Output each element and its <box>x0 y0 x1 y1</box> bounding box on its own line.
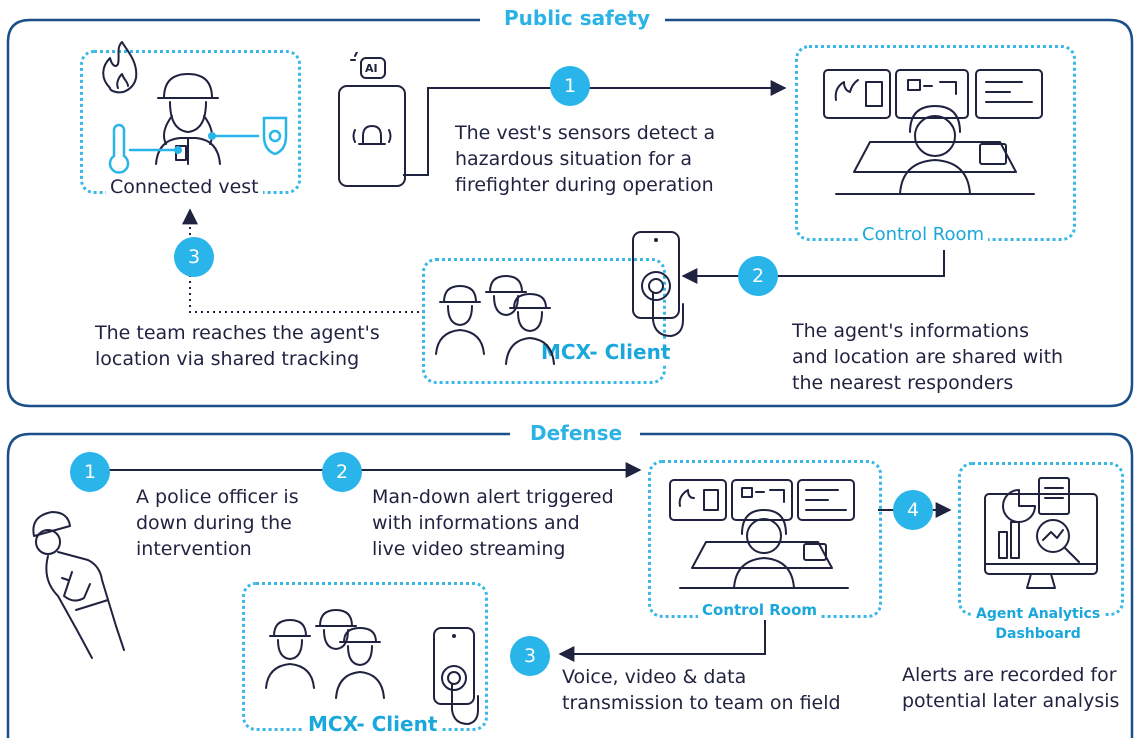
step-1-text: The vest's sensors detect a hazardous si… <box>455 122 716 196</box>
touch-phone-icon <box>632 231 684 337</box>
defense-mcx-client-label: MCX- Client <box>304 712 442 736</box>
police-officer-down-icon <box>32 511 125 659</box>
ai-icon <box>350 52 386 79</box>
public-safety-title: Public safety <box>494 6 661 30</box>
defense-step-1-text: A police officer is down during the inte… <box>136 486 299 560</box>
public-safety-frame <box>6 18 1134 408</box>
smartphone-alarm-icon <box>338 52 406 187</box>
analytics-monitor-icon <box>984 477 1098 589</box>
step-2-badge: 2 <box>738 256 778 296</box>
step-3-text: The team reaches the agent's location vi… <box>95 322 380 370</box>
control-room-operator-icon <box>669 479 855 589</box>
vest-illustration <box>102 41 288 174</box>
mcx-client-label: MCX- Client <box>537 340 675 364</box>
step2-connector <box>681 250 945 284</box>
vest-sensor-icon <box>208 116 288 156</box>
ai-badge-text: AI <box>365 62 378 75</box>
defense-step-3-text: Voice, video & data transmission to team… <box>562 666 841 714</box>
step1-connector <box>403 80 787 176</box>
defense-step-3-badge: 3 <box>510 636 550 676</box>
defense-control-room-label: Control Room <box>698 601 822 619</box>
team-icon <box>265 609 385 699</box>
defense-step-2-badge: 2 <box>322 452 362 492</box>
thermometer-icon <box>108 123 182 174</box>
step-2-text: The agent's informations and location ar… <box>792 320 1064 394</box>
defense-step-2-text: Man-down alert triggered with informatio… <box>372 486 614 560</box>
step-3-badge: 3 <box>174 237 214 277</box>
control-room-label: Control Room <box>858 224 989 245</box>
defense-title: Defense <box>520 421 633 445</box>
touch-phone-icon <box>433 627 479 725</box>
analytics-dashboard-label: Agent Analytics Dashboard <box>972 604 1105 644</box>
control-room-operator-icon <box>823 69 1043 195</box>
defense-frame <box>6 432 1134 738</box>
mcx-client-box <box>422 258 666 384</box>
defense-step-4-badge: 4 <box>893 490 933 530</box>
defense-step3-connector <box>558 620 766 662</box>
team-icon <box>435 275 555 365</box>
step3-connector <box>182 208 425 313</box>
step-1-badge: 1 <box>550 66 590 106</box>
defense-step-1-badge: 1 <box>70 452 110 492</box>
fire-icon <box>102 41 138 94</box>
connected-vest-label: Connected vest <box>106 176 263 198</box>
defense-step-4-text: Alerts are recorded for potential later … <box>902 664 1120 712</box>
